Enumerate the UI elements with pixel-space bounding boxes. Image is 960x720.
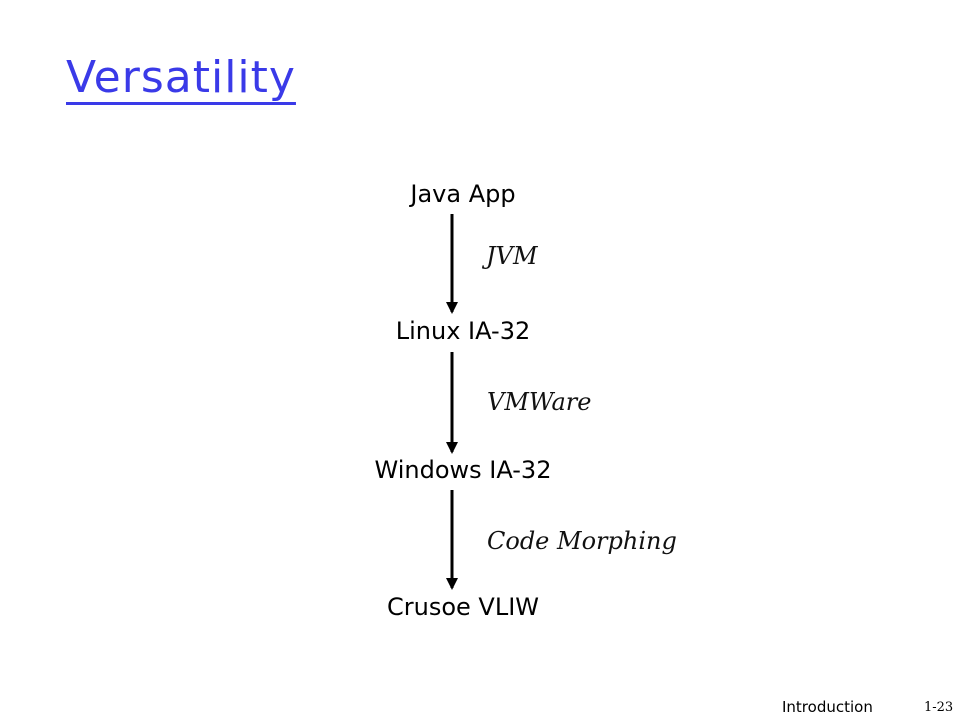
node-windows-ia32: Windows IA-32 bbox=[374, 456, 552, 484]
edge-label-code-morphing: Code Morphing bbox=[487, 527, 677, 555]
arrow-jvm bbox=[446, 214, 458, 314]
arrow-code-morphing bbox=[446, 490, 458, 590]
edge-label-vmware: VMWare bbox=[487, 388, 592, 416]
slide-title: Versatility bbox=[66, 52, 296, 103]
node-linux-ia32: Linux IA-32 bbox=[395, 317, 531, 345]
footer-page-number: 1-23 bbox=[924, 700, 954, 715]
node-java-app: Java App bbox=[410, 180, 516, 208]
node-crusoe-vliw: Crusoe VLIW bbox=[386, 593, 540, 621]
arrow-vmware bbox=[446, 352, 458, 454]
edge-label-jvm: JVM bbox=[486, 242, 538, 270]
footer-section: Introduction bbox=[782, 698, 873, 716]
